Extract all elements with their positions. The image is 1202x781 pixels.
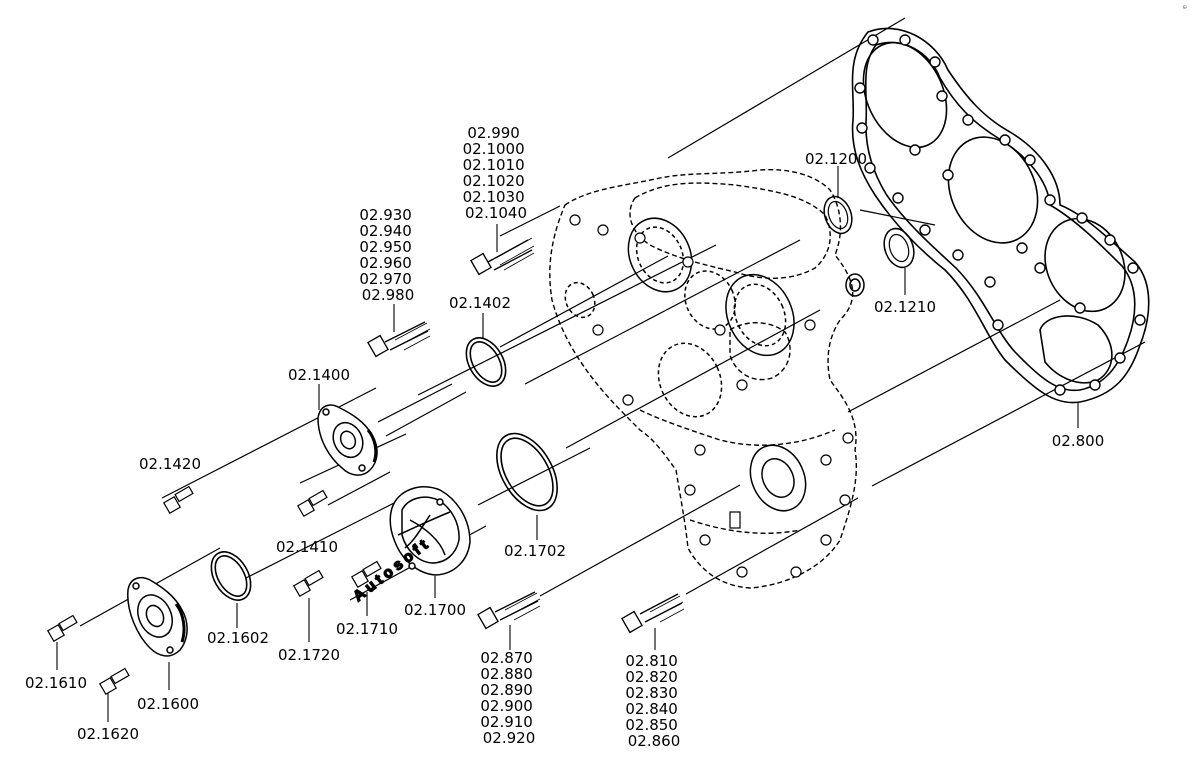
- cover-02-1600: [127, 577, 188, 657]
- label-02-1200: 02.1200: [805, 150, 867, 168]
- cover-02-1700: [389, 486, 471, 576]
- label-02-800: 02.800: [1052, 432, 1105, 450]
- label-02-1600: 02.1600: [137, 695, 199, 713]
- label-02-1402: 02.1402: [449, 294, 511, 312]
- cover-02-1400: [317, 404, 378, 476]
- small-bolts: [46, 485, 382, 696]
- label-02-1710: 02.1710: [336, 620, 398, 638]
- o-ring-02-1402: [465, 337, 507, 387]
- label-02-1420: 02.1420: [139, 455, 201, 473]
- label-02-870-group: 02.870 02.880 02.890 02.900 02.910 02.92…: [480, 649, 537, 747]
- bolt-02-990: [470, 237, 535, 276]
- label-02-1610: 02.1610: [25, 674, 87, 692]
- label-02-1700: 02.1700: [404, 601, 466, 619]
- label-02-1602: 02.1602: [207, 629, 269, 647]
- label-02-1702: 02.1702: [504, 542, 566, 560]
- seal-ring-02-1200: [823, 195, 853, 235]
- bolt-02-930: [367, 321, 431, 358]
- housing-bolt-bosses: [569, 214, 854, 578]
- label-02-1720: 02.1720: [278, 646, 340, 664]
- gasket-bolt-holes: [854, 34, 1146, 396]
- label-02-1400: 02.1400: [288, 366, 350, 384]
- gear-housing: [549, 168, 858, 589]
- o-ring-02-1602: [210, 551, 252, 601]
- label-02-1410: 02.1410: [276, 538, 338, 556]
- housing-bores: [564, 217, 865, 529]
- o-ring-02-1702: [496, 432, 558, 512]
- axis-lines: [79, 17, 1146, 627]
- seal-ring-02-1210: [883, 227, 915, 269]
- leader-lines: [56, 166, 1079, 722]
- corner-mark: ©: [1181, 3, 1189, 12]
- label-02-1210: 02.1210: [874, 298, 936, 316]
- label-02-1620: 02.1620: [77, 725, 139, 743]
- bolt-02-810: [621, 593, 685, 634]
- gasket-02-800: [851, 27, 1150, 404]
- bolt-02-870: [477, 591, 541, 630]
- label-02-930-group: 02.930 02.940 02.950 02.960 02.970 02.98…: [359, 206, 416, 304]
- label-02-990-group: 02.990 02.1000 02.1010 02.1020 02.1030 0…: [463, 124, 530, 222]
- label-02-810-group: 02.810 02.820 02.830 02.840 02.850 02.86…: [625, 652, 682, 750]
- callout-labels: 02.990 02.1000 02.1010 02.1020 02.1030 0…: [25, 124, 1104, 750]
